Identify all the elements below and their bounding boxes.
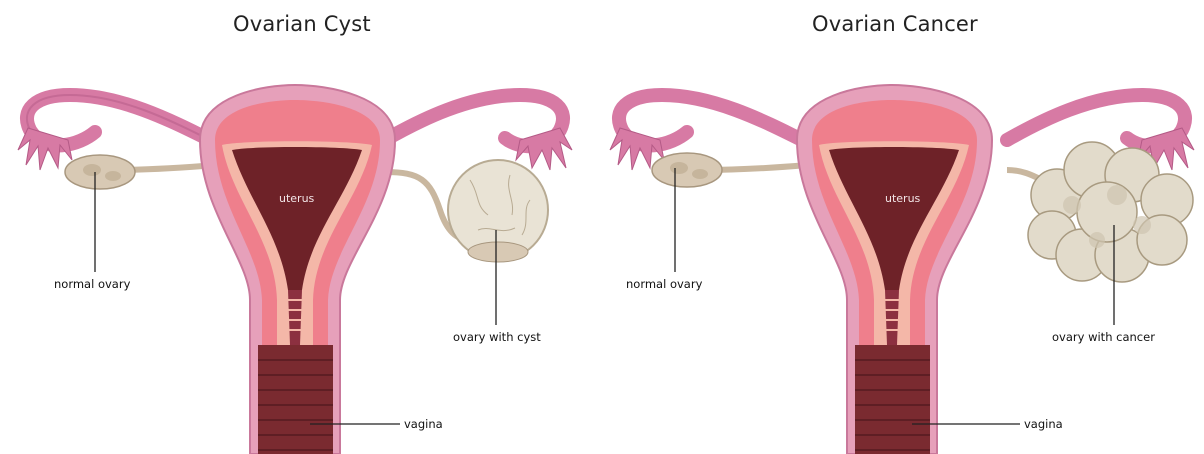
- left-fimbriae: [18, 128, 72, 170]
- vagina-label: vagina: [404, 417, 443, 431]
- right-fimbriae: [516, 128, 572, 170]
- vagina-canal: [258, 345, 333, 454]
- normal-ovary-label: normal ovary: [54, 277, 130, 291]
- normal-ovary-label: normal ovary: [626, 277, 702, 291]
- ovarian-cyst-illustration: [0, 0, 602, 454]
- ovary-with-cancer-label: ovary with cancer: [1052, 330, 1155, 344]
- ovary-with-cyst-label: ovary with cyst: [453, 330, 541, 344]
- ovarian-cancer-illustration: [602, 0, 1204, 454]
- cancerous-ovary: [1028, 142, 1193, 282]
- uterus-label: uterus: [279, 192, 314, 205]
- uterus-label: uterus: [885, 192, 920, 205]
- ovarian-cancer-panel: Ovarian Cancer: [602, 0, 1204, 454]
- vagina-label: vagina: [1024, 417, 1063, 431]
- ovarian-cyst-panel: Ovarian Cyst: [0, 0, 602, 454]
- vagina-canal: [855, 345, 930, 454]
